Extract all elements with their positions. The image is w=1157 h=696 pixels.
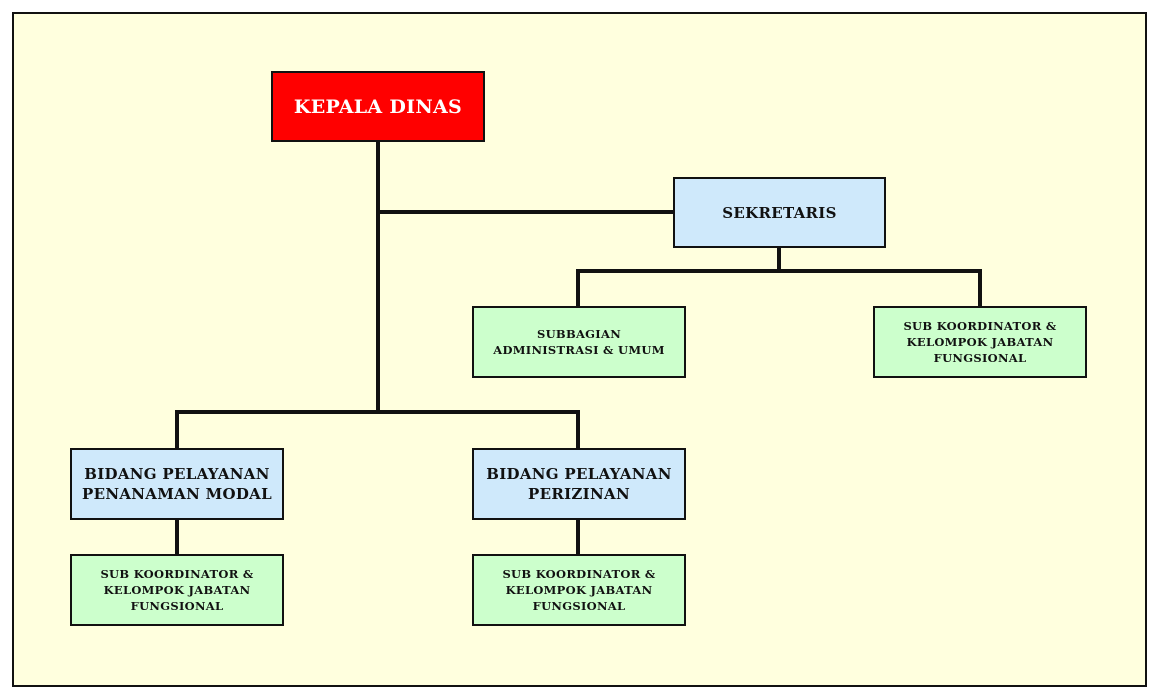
head-box: KEPALA DINAS [271, 71, 485, 142]
admin-subunit-box: SUBBAGIAN ADMINISTRASI & UMUM [472, 306, 686, 378]
licensing-functional-box: SUB KOORDINATOR & KELOMPOK JABATAN FUNGS… [472, 554, 686, 626]
investment-functional-box: SUB KOORDINATOR & KELOMPOK JABATAN FUNGS… [70, 554, 284, 626]
investment-division-box: BIDANG PELAYANAN PENANAMAN MODAL [70, 448, 284, 520]
licensing-division-box: BIDANG PELAYANAN PERIZINAN [472, 448, 686, 520]
secretary-functional-box: SUB KOORDINATOR & KELOMPOK JABATAN FUNGS… [873, 306, 1087, 378]
secretary-box: SEKRETARIS [673, 177, 886, 248]
